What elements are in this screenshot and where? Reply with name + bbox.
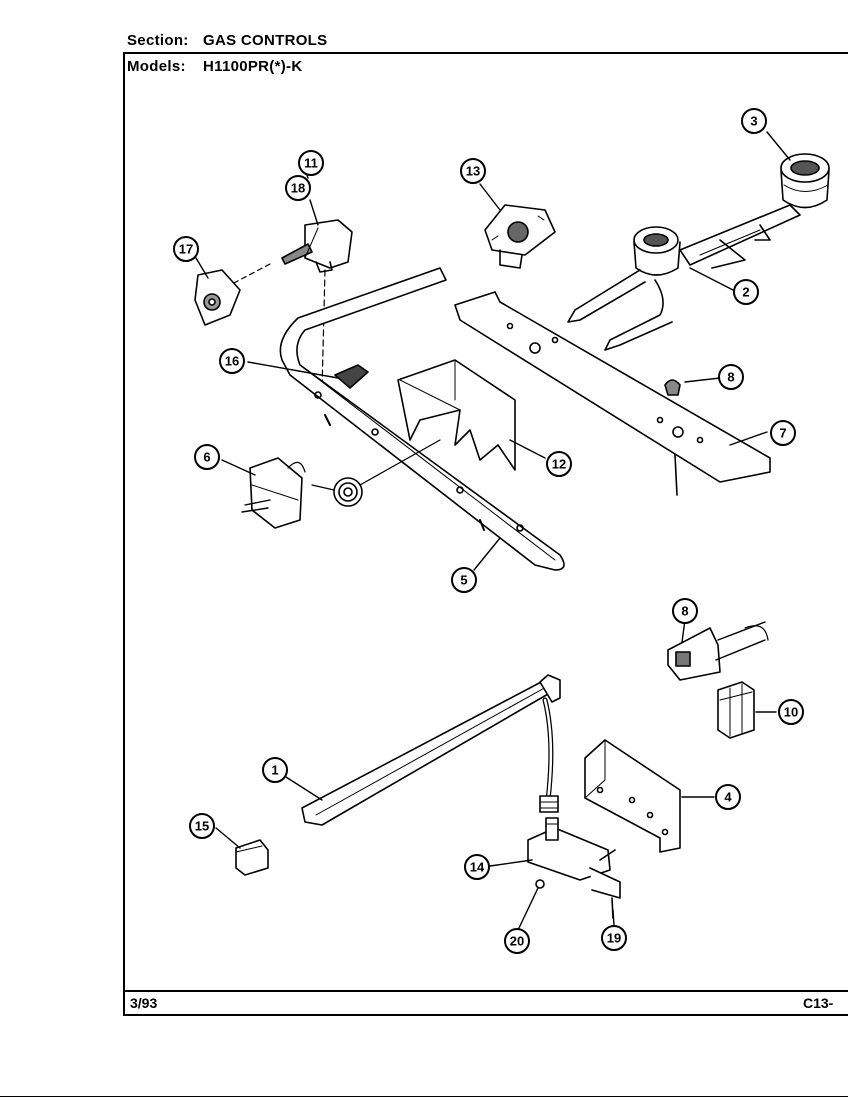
models-value: H1100PR(*)-K [203, 58, 303, 75]
callout-part-11: 11 [298, 150, 324, 176]
callout-part-20: 20 [504, 928, 530, 954]
callout-circle [601, 925, 627, 951]
callout-circle [546, 451, 572, 477]
callout-part-16: 16 [219, 348, 245, 374]
page-bottom-rule [0, 1096, 848, 1097]
callout-part-18: 18 [285, 175, 311, 201]
callout-circle [504, 928, 530, 954]
callout-circle [173, 236, 199, 262]
callout-label: 4 [724, 790, 732, 805]
callout-label: 3 [750, 114, 757, 129]
callout-part-12: 12 [546, 451, 572, 477]
callout-label: 19 [607, 931, 621, 946]
footer-rule [123, 990, 848, 992]
part-14-valve [527, 817, 621, 919]
part-12-shield [397, 359, 516, 471]
callout-part-17: 17 [173, 236, 199, 262]
callout-part-10: 10 [778, 699, 804, 725]
callout-label: 12 [552, 457, 566, 472]
section-label: Section: [127, 32, 189, 49]
part-7-mounting-plate [454, 291, 771, 496]
callout-circle [464, 854, 490, 880]
callout-part-6: 6 [194, 444, 220, 470]
part-10-switch-block [717, 681, 755, 739]
callout-label: 5 [460, 573, 467, 588]
callout-circle [298, 150, 324, 176]
callout-circle [451, 567, 477, 593]
part-16-clip [334, 364, 369, 389]
callout-circle [778, 699, 804, 725]
callout-part-3: 3 [741, 108, 767, 134]
callout-label: 10 [784, 705, 798, 720]
models-header: Models: H1100PR(*)-K [127, 58, 302, 75]
section-value: GAS CONTROLS [203, 32, 328, 49]
part-13-valve [484, 204, 556, 269]
callout-part-19: 19 [601, 925, 627, 951]
callout-part-15: 15 [189, 813, 215, 839]
callout-circle [715, 784, 741, 810]
callout-label: 8 [727, 370, 734, 385]
callout-part-1: 1 [262, 757, 288, 783]
callout-part-14: 14 [464, 854, 490, 880]
callout-part-13: 13 [460, 158, 486, 184]
part-6-thermostat [241, 439, 441, 529]
callout-label: 17 [179, 242, 193, 257]
part-5-manifold-bracket [279, 267, 565, 571]
callout-label: 7 [779, 426, 786, 441]
part-1-gas-tube [301, 674, 561, 826]
callout-circle [460, 158, 486, 184]
section-header: Section: GAS CONTROLS [127, 32, 327, 49]
callout-label: 20 [510, 934, 524, 949]
callout-circle [219, 348, 245, 374]
callout-part-7: 7 [770, 420, 796, 446]
callout-label: 11 [304, 156, 318, 171]
callout-part-8b: 8 [672, 598, 698, 624]
callout-circle [733, 279, 759, 305]
callout-label: 16 [225, 354, 239, 369]
footer-page-code: C13- [803, 995, 834, 1011]
callout-label: 15 [195, 819, 209, 834]
callout-label: 6 [203, 450, 210, 465]
callout-circle [718, 364, 744, 390]
callout-label: 13 [466, 164, 480, 179]
callout-label: 8 [681, 604, 688, 619]
part-18-switch [231, 219, 353, 391]
burner-assembly [567, 153, 830, 351]
callout-part-4: 4 [715, 784, 741, 810]
models-label: Models: [127, 58, 186, 75]
part-4-bracket [584, 739, 681, 853]
part-17-bracket [194, 269, 241, 326]
callout-part-2: 2 [733, 279, 759, 305]
callout-circle [741, 108, 767, 134]
diagram-frame [123, 52, 848, 1016]
callout-circle [285, 175, 311, 201]
callout-label: 1 [271, 763, 278, 778]
footer-date: 3/93 [130, 995, 158, 1011]
part-8-ignition-switch [667, 621, 769, 681]
callout-circle [262, 757, 288, 783]
callout-part-8a: 8 [718, 364, 744, 390]
part-15-clip [235, 839, 269, 876]
callout-part-5: 5 [451, 567, 477, 593]
callout-label: 14 [470, 860, 485, 875]
callout-label: 2 [742, 285, 749, 300]
callout-circle [672, 598, 698, 624]
callout-circle [189, 813, 215, 839]
callout-circle [194, 444, 220, 470]
callout-label: 18 [291, 181, 305, 196]
callout-circle [770, 420, 796, 446]
